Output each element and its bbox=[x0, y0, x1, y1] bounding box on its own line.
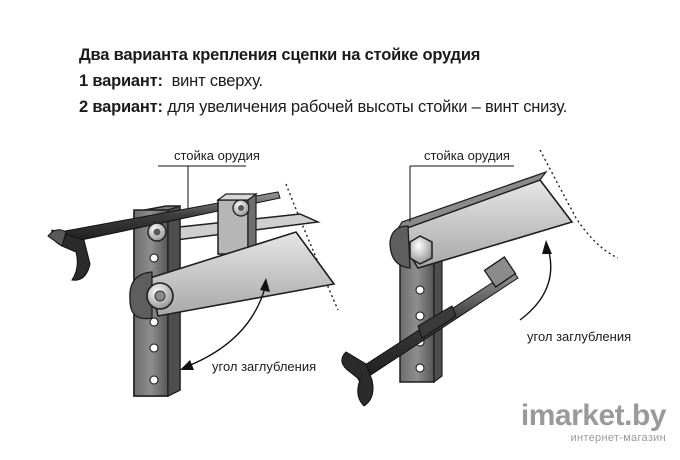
post-label-right: стойка орудия bbox=[424, 148, 510, 163]
hex-nut-bolt bbox=[409, 235, 433, 265]
side-plate-right bbox=[389, 225, 411, 269]
watermark-tagline: интернет-магазин bbox=[570, 432, 666, 444]
bottom-screw bbox=[341, 256, 519, 407]
implement-edge-dotted bbox=[285, 183, 339, 311]
angle-label-left: угол заглубления bbox=[212, 359, 317, 374]
variant-1-line: 1 вариант: винт сверху. bbox=[79, 72, 263, 91]
implement-edge-dotted-right bbox=[539, 149, 619, 259]
angle-label-right: угол заглубления bbox=[527, 329, 632, 344]
variant-1-label: 1 вариант: bbox=[79, 72, 163, 90]
watermark-logo: imarket.by bbox=[520, 399, 667, 432]
variant-2-text: для увеличения рабочей высоты стойки – в… bbox=[167, 98, 568, 116]
post-label-left: стойка орудия bbox=[174, 148, 260, 163]
variant-2-label: 2 вариант: bbox=[79, 98, 163, 116]
angle-arrow bbox=[187, 283, 267, 367]
angle-arrow-right bbox=[519, 247, 552, 321]
clamp-bracket bbox=[216, 192, 258, 256]
variant-1-text: винт сверху. bbox=[171, 72, 263, 90]
imarket-watermark: imarket.by интернет-магазин bbox=[520, 399, 667, 445]
diagram-title: Два варианта крепления сцепки на стойке … bbox=[79, 46, 481, 64]
variant-2-line: 2 вариант: для увеличения рабочей высоты… bbox=[79, 98, 567, 117]
left-hitch-assembly bbox=[47, 165, 339, 397]
right-hitch-assembly bbox=[341, 149, 619, 407]
